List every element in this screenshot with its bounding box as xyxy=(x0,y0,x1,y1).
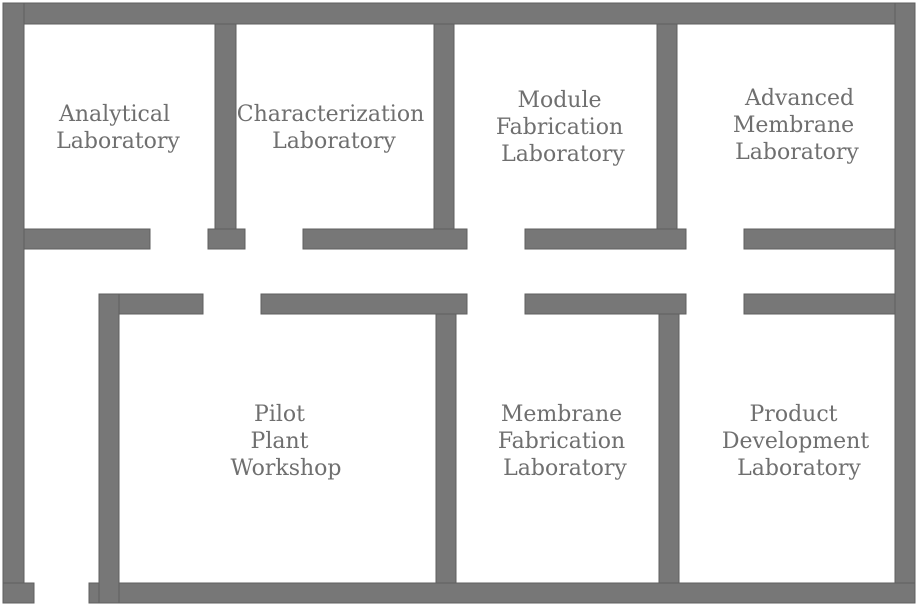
corridor-wall-upper-1 xyxy=(23,228,151,250)
outer-wall-bottom-left-stub xyxy=(2,582,35,604)
partition-membrane-product xyxy=(658,313,680,584)
pilot-plant-left-wall xyxy=(98,293,120,604)
corridor-wall-lower-3 xyxy=(524,293,687,315)
room-label-line: Module xyxy=(517,88,601,113)
partition-pilot-membrane xyxy=(435,313,457,584)
room-label-line: Analytical xyxy=(58,102,170,127)
room-label-line: Plant xyxy=(251,429,309,454)
corridor-wall-upper-4 xyxy=(524,228,687,250)
outer-wall-right xyxy=(894,2,916,604)
room-labels: Analytical Laboratory Characterization L… xyxy=(56,86,876,481)
corridor-wall-lower-4 xyxy=(743,293,896,315)
room-label-line: Laboratory xyxy=(56,129,180,154)
room-label-line: Fabrication xyxy=(496,115,623,140)
outer-wall-bottom xyxy=(88,582,916,604)
corridor-wall-lower-2 xyxy=(260,293,468,315)
room-label-membrane-fabrication: Membrane Fabrication Laboratory xyxy=(498,402,632,481)
corridor-wall-upper-3 xyxy=(302,228,468,250)
room-label-line: Development xyxy=(722,429,870,454)
room-label-product-development: Product Development Laboratory xyxy=(722,402,876,481)
bottom-row-walls xyxy=(98,293,896,604)
room-label-line: Laboratory xyxy=(737,456,861,481)
room-label-line: Pilot xyxy=(254,402,305,427)
room-label-characterization: Characterization Laboratory xyxy=(237,102,431,154)
corridor-wall-upper-5 xyxy=(743,228,896,250)
room-label-line: Workshop xyxy=(231,456,342,481)
partition-module-advanced xyxy=(656,23,678,230)
room-label-line: Membrane xyxy=(733,113,854,138)
room-label-module-fabrication: Module Fabrication Laboratory xyxy=(496,88,630,167)
room-label-line: Characterization xyxy=(237,102,424,127)
room-label-line: Laboratory xyxy=(501,142,625,167)
room-label-pilot-plant: Pilot Plant Workshop xyxy=(231,402,342,481)
room-label-line: Laboratory xyxy=(735,140,859,165)
corridor-wall-upper-2 xyxy=(207,228,246,250)
room-label-line: Membrane xyxy=(501,402,622,427)
outer-wall-top xyxy=(2,2,916,25)
room-label-advanced-membrane: Advanced Membrane Laboratory xyxy=(733,86,861,165)
top-row-walls xyxy=(23,23,896,250)
room-label-line: Laboratory xyxy=(272,129,396,154)
room-label-line: Fabrication xyxy=(498,429,625,454)
partition-characterization-module xyxy=(433,23,455,230)
room-label-line: Advanced xyxy=(744,86,854,111)
room-label-line: Laboratory xyxy=(503,456,627,481)
room-label-line: Product xyxy=(750,402,838,427)
room-label-analytical: Analytical Laboratory xyxy=(56,102,180,154)
outer-wall-left xyxy=(2,2,25,604)
partition-analytical-characterization xyxy=(214,23,237,230)
